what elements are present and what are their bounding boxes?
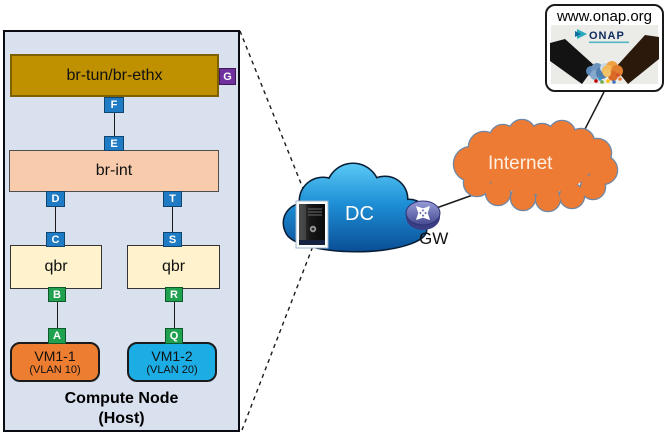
onap-logo-image: ONAP	[550, 25, 659, 84]
server-icon	[295, 200, 329, 249]
router-icon	[405, 200, 441, 230]
compute-node-box: br-tun/br-ethx G F E br-int D T C S qbr …	[3, 30, 240, 432]
vm2-box: VM1-2 (VLAN 20)	[127, 342, 217, 382]
link-b-a	[57, 302, 58, 328]
br-int-label: br-int	[95, 162, 133, 179]
br-int-bridge: br-int	[9, 150, 219, 192]
internet-cloud	[452, 118, 619, 213]
internet-cloud-label: Internet	[488, 153, 553, 174]
gw-label: GW	[419, 229, 449, 248]
vm1-vlan: (VLAN 10)	[29, 363, 81, 376]
port-a: A	[48, 328, 66, 344]
internet-to-onap-line	[583, 91, 605, 132]
link-r-q	[174, 302, 175, 328]
onap-website-box: www.onap.org ONAP	[545, 4, 664, 92]
handshake-graphic	[550, 35, 659, 84]
qbr-left-bridge: qbr	[10, 245, 102, 289]
compute-node-title-line2: (Host)	[98, 410, 145, 427]
qbr-right-label: qbr	[161, 258, 186, 275]
port-t: T	[163, 191, 182, 207]
vm2-name: VM1-2	[151, 347, 193, 364]
dc-cloud-label: DC	[345, 203, 374, 225]
port-c: C	[46, 232, 65, 247]
onap-wordmark: ONAP	[575, 29, 629, 44]
link-t-s	[172, 207, 173, 233]
link-f-e	[114, 113, 115, 136]
br-tun-bridge: br-tun/br-ethx	[10, 54, 219, 97]
onap-logo-text: ONAP	[589, 30, 625, 42]
onap-url-text: www.onap.org	[556, 8, 653, 25]
port-r: R	[165, 287, 183, 302]
vm2-vlan: (VLAN 20)	[146, 363, 198, 376]
compute-node-title: Compute Node (Host)	[5, 389, 238, 429]
br-tun-label: br-tun/br-ethx	[66, 66, 163, 84]
port-e: E	[104, 136, 124, 151]
compute-node-title-line1: Compute Node	[64, 390, 179, 407]
qbr-right-bridge: qbr	[127, 245, 220, 289]
vm1-name: VM1-1	[34, 347, 76, 364]
port-q: Q	[165, 328, 183, 344]
port-b: B	[48, 287, 66, 302]
zoom-callout-dashed-lines	[239, 30, 314, 431]
link-d-c	[55, 207, 56, 233]
port-g-badge: G	[219, 68, 236, 85]
vm1-box: VM1-1 (VLAN 10)	[10, 342, 100, 382]
qbr-left-label: qbr	[44, 258, 68, 275]
port-d: D	[46, 191, 65, 207]
port-s: S	[163, 232, 182, 247]
port-f: F	[104, 97, 124, 113]
